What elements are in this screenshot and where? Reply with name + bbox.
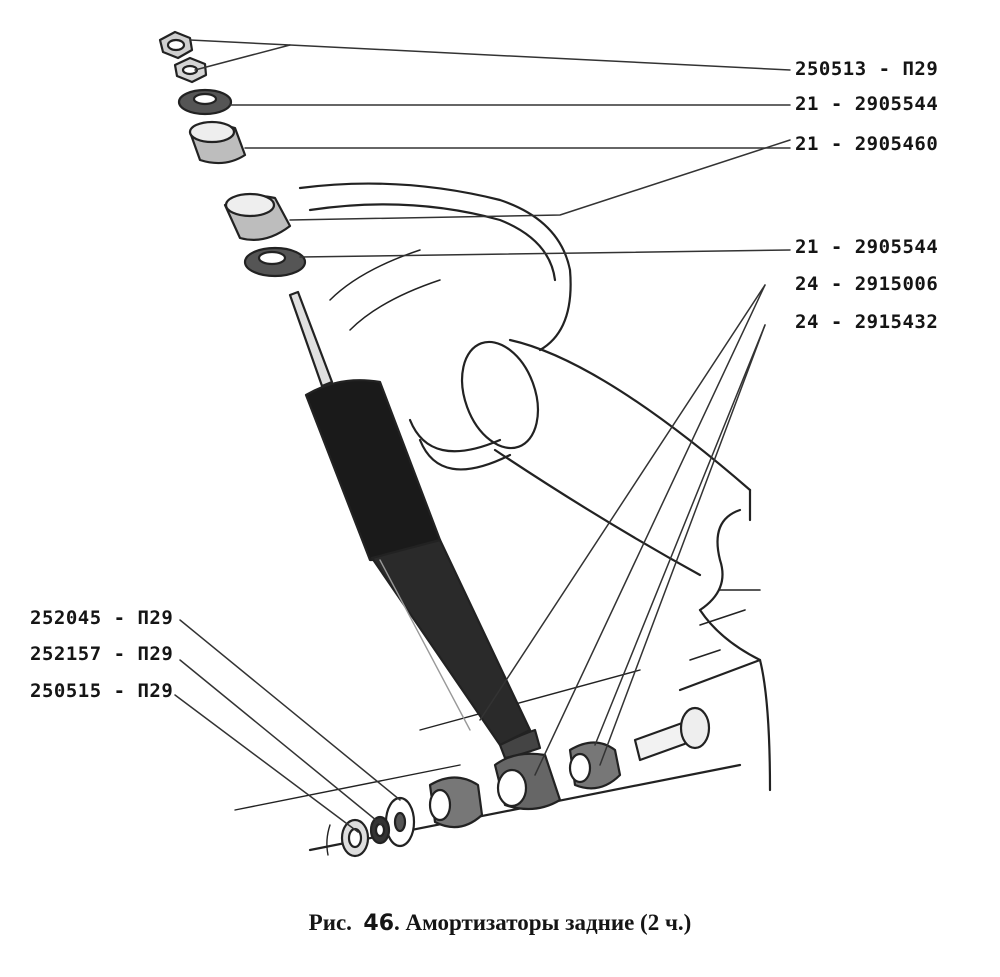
shock-absorber bbox=[288, 290, 542, 760]
part-label-21-2905544-lower: 21 - 2905544 bbox=[795, 236, 939, 258]
leader-lines bbox=[174, 39, 791, 833]
lock-washer-bottom bbox=[369, 815, 391, 845]
part-label-252045-p29: 252045 - П29 bbox=[30, 607, 174, 629]
part-label-24-2915432: 24 - 2915432 bbox=[795, 311, 939, 333]
washer-lower bbox=[243, 246, 307, 278]
caption-number: 46 bbox=[363, 911, 395, 936]
part-label-21-2905460: 21 - 2905460 bbox=[795, 133, 939, 155]
nut-small-second bbox=[173, 56, 208, 84]
nut-bottom bbox=[340, 818, 370, 858]
rubber-cushion-lower bbox=[223, 192, 292, 241]
part-label-250515-p29: 250515 - П29 bbox=[30, 680, 174, 702]
bushing-left bbox=[428, 776, 484, 829]
bushing-right bbox=[568, 741, 622, 790]
mounting-pin bbox=[633, 706, 711, 762]
washer-top bbox=[177, 88, 233, 116]
figure-caption: Рис. 46. Амортизаторы задние (2 ч.) bbox=[0, 910, 1000, 936]
caption-title: . Амортизаторы задние (2 ч.) bbox=[394, 910, 692, 935]
caption-prefix: Рис. bbox=[308, 910, 352, 935]
part-label-250513-p29: 250513 - П29 bbox=[795, 58, 939, 80]
rubber-cushion-top bbox=[188, 120, 247, 165]
washer-bottom bbox=[384, 796, 416, 848]
part-label-252157-p29: 252157 - П29 bbox=[30, 643, 174, 665]
part-label-24-2915006: 24 - 2915006 bbox=[795, 273, 939, 295]
shock-lower-eye bbox=[493, 752, 562, 811]
axle-housing-outline bbox=[234, 182, 772, 856]
nut-small-top bbox=[158, 30, 194, 60]
part-label-21-2905544-top: 21 - 2905544 bbox=[795, 93, 939, 115]
